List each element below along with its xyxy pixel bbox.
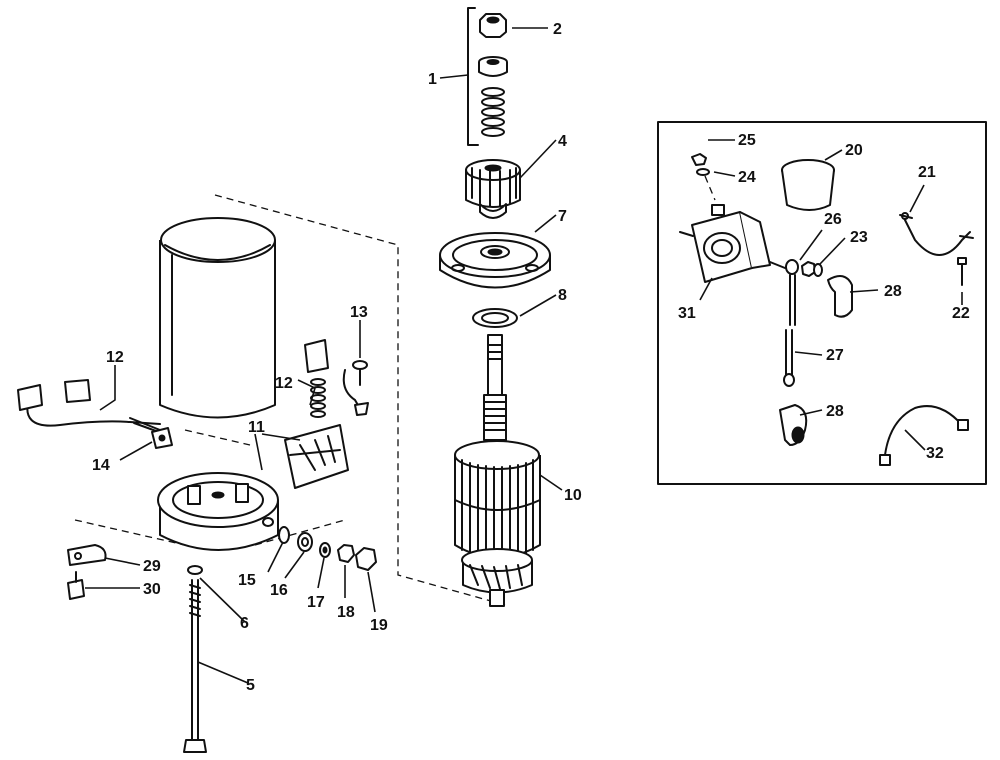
part-14-clip [151,427,173,449]
callout-28-lower: 28 [826,403,844,420]
callout-12-right: 12 [275,375,293,392]
callout-10: 10 [564,487,582,504]
part-8-washer [472,308,518,328]
parts-15-19-hardware [278,526,377,571]
part-12-brushes-springs [304,339,329,418]
callout-7: 7 [558,208,567,225]
callout-28-upper: 28 [884,283,902,300]
callout-24: 24 [738,169,756,186]
part-12-brush-lead [17,379,161,432]
callout-31: 31 [678,305,696,322]
part-2-nut [479,13,507,38]
callout-13: 13 [350,304,368,321]
callout-18: 18 [337,604,355,621]
part-10-armature [454,334,541,607]
field-frame-housing [159,217,276,419]
leader-lines [85,27,963,684]
callout-25: 25 [738,132,756,149]
callout-32: 32 [926,445,944,462]
part-1-drive-spring-assembly [467,7,508,146]
callout-26: 26 [824,211,842,228]
inset-solenoid-panel [657,121,987,485]
callout-1: 1 [428,71,437,88]
part-7-drive-end-frame [439,232,551,289]
callout-27: 27 [826,347,844,364]
callout-19: 19 [370,617,388,634]
callout-11: 11 [248,419,265,436]
callout-22: 22 [952,305,970,322]
part-13-screw [342,360,369,416]
callout-5: 5 [246,677,255,694]
parts-5-6-29-30-fasteners [67,544,207,753]
callout-6: 6 [240,615,249,632]
part-11-brush-holder [157,424,349,551]
callout-30: 30 [143,581,161,598]
callout-23: 23 [850,229,868,246]
callout-17: 17 [307,594,325,611]
callout-12-left: 12 [106,349,124,366]
callout-2: 2 [553,21,562,38]
callout-14: 14 [92,457,110,474]
callout-labels: 1 2 4 7 8 10 11 12 12 13 14 15 16 17 18 … [92,21,970,694]
callout-29: 29 [143,558,161,575]
callout-4: 4 [558,133,567,150]
part-4-pinion-gear [465,159,521,219]
callout-21: 21 [918,164,936,181]
callout-16: 16 [270,582,288,599]
alignment-lines [74,194,506,606]
callout-8: 8 [558,287,567,304]
callout-20: 20 [845,142,863,159]
callout-15: 15 [238,572,256,589]
